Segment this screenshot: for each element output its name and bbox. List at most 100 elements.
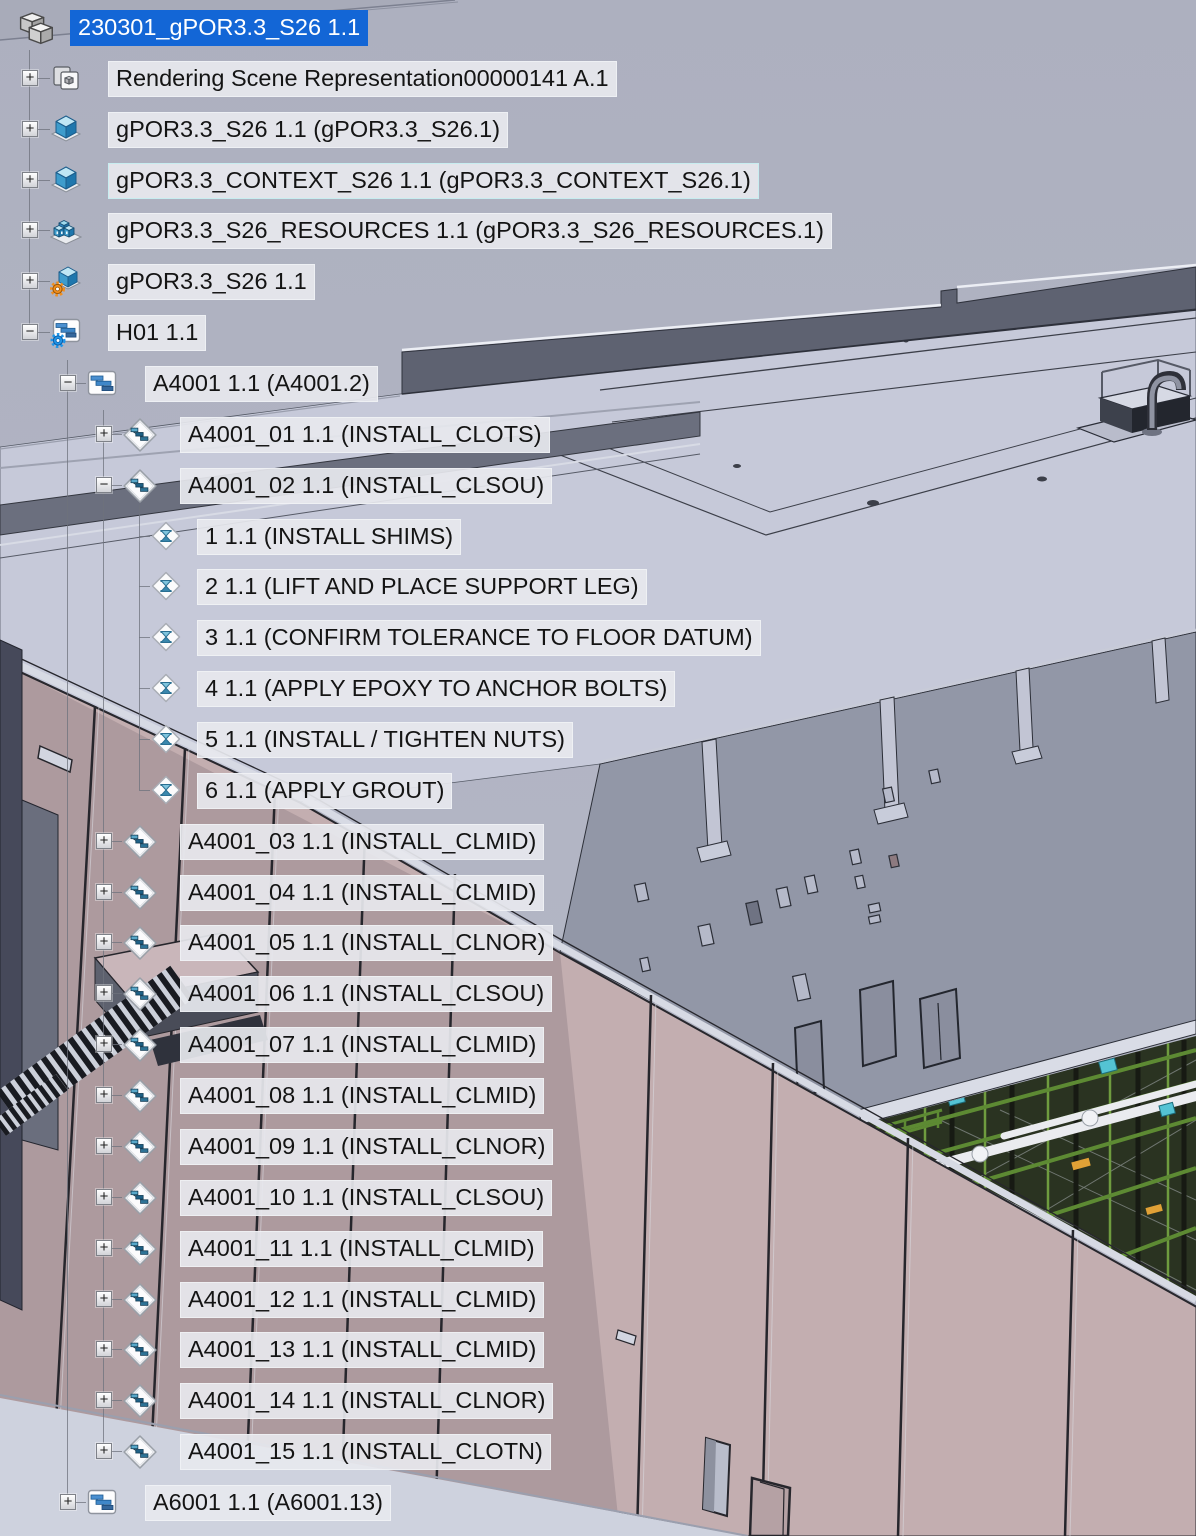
node-label[interactable]: A4001_01 1.1 (INSTALL_CLOTS)	[180, 417, 550, 453]
expand-toggle[interactable]: +	[96, 1036, 112, 1052]
tree-node-row: + gPOR3.3_S26 1.1 (gPOR3.3_S26.1)	[0, 112, 1196, 152]
operation-icon[interactable]	[122, 925, 158, 961]
node-label[interactable]: A4001_09 1.1 (INSTALL_CLNOR)	[180, 1129, 554, 1165]
expand-toggle[interactable]: +	[96, 1189, 112, 1205]
operation-icon[interactable]	[122, 1383, 158, 1419]
tree-connector	[139, 586, 150, 587]
operation-icon[interactable]	[122, 1282, 158, 1318]
operation-icon[interactable]	[122, 976, 158, 1012]
tree-node-row: + gPOR3.3_CONTEXT_S26 1.1 (gPOR3.3_CONTEX…	[0, 163, 1196, 203]
tree-connector	[76, 383, 86, 384]
step-icon[interactable]	[150, 621, 182, 653]
node-label[interactable]: A4001 1.1 (A4001.2)	[145, 366, 378, 402]
operation-icon[interactable]	[122, 824, 158, 860]
step-icon[interactable]	[150, 570, 182, 602]
node-label[interactable]: A4001_08 1.1 (INSTALL_CLMID)	[180, 1078, 545, 1114]
expand-toggle[interactable]: +	[96, 884, 112, 900]
node-label[interactable]: 5 1.1 (INSTALL / TIGHTEN NUTS)	[197, 722, 573, 758]
operation-icon[interactable]	[122, 1434, 158, 1470]
node-label[interactable]: A4001_07 1.1 (INSTALL_CLMID)	[180, 1027, 545, 1063]
node-label[interactable]: A4001_04 1.1 (INSTALL_CLMID)	[180, 875, 545, 911]
node-label[interactable]: A4001_12 1.1 (INSTALL_CLMID)	[180, 1282, 545, 1318]
expand-toggle[interactable]: +	[96, 1291, 112, 1307]
step-icon[interactable]	[150, 723, 182, 755]
expand-toggle[interactable]: +	[96, 1138, 112, 1154]
operation-icon[interactable]	[122, 1180, 158, 1216]
expand-toggle[interactable]: +	[96, 1392, 112, 1408]
step-icon[interactable]	[150, 520, 182, 552]
collapse-toggle[interactable]: −	[96, 477, 112, 493]
node-label[interactable]: A4001_11 1.1 (INSTALL_CLMID)	[180, 1231, 543, 1267]
node-label[interactable]: A4001_05 1.1 (INSTALL_CLNOR)	[180, 925, 554, 961]
expand-toggle[interactable]: +	[96, 1341, 112, 1357]
expand-toggle[interactable]: +	[96, 985, 112, 1001]
resources-icon[interactable]	[50, 214, 82, 246]
tree-connector	[112, 1400, 122, 1401]
operation-icon[interactable]	[122, 1129, 158, 1165]
node-label[interactable]: A4001_10 1.1 (INSTALL_CLSOU)	[180, 1180, 553, 1216]
scene-representation-icon[interactable]	[50, 62, 82, 94]
node-label[interactable]: Rendering Scene Representation00000141 A…	[108, 61, 617, 97]
node-label[interactable]: 3 1.1 (CONFIRM TOLERANCE TO FLOOR DATUM)	[197, 620, 761, 656]
product-icon[interactable]	[50, 164, 82, 196]
node-label[interactable]: A4001_14 1.1 (INSTALL_CLNOR)	[180, 1383, 554, 1419]
operation-icon[interactable]	[122, 1027, 158, 1063]
node-label[interactable]: 230301_gPOR3.3_S26 1.1	[70, 10, 369, 46]
node-label[interactable]: A4001_06 1.1 (INSTALL_CLSOU)	[180, 976, 553, 1012]
operation-icon[interactable]	[122, 468, 158, 504]
step-icon[interactable]	[150, 672, 182, 704]
tree-node-row: 3 1.1 (CONFIRM TOLERANCE TO FLOOR DATUM)	[0, 620, 1196, 660]
expand-toggle[interactable]: +	[96, 1087, 112, 1103]
node-label[interactable]: A4001_13 1.1 (INSTALL_CLMID)	[180, 1332, 545, 1368]
tree-node-row: + A4001_05 1.1 (INSTALL_CLNOR)	[0, 925, 1196, 965]
node-label[interactable]: A6001 1.1 (A6001.13)	[145, 1485, 391, 1521]
gantt-icon[interactable]	[86, 1486, 118, 1518]
gantt-icon[interactable]	[86, 367, 118, 399]
expand-toggle[interactable]: +	[22, 172, 38, 188]
operation-icon[interactable]	[122, 417, 158, 453]
node-label[interactable]: gPOR3.3_S26_RESOURCES 1.1 (gPOR3.3_S26_R…	[108, 213, 832, 249]
node-label[interactable]: H01 1.1	[108, 315, 207, 351]
node-label[interactable]: A4001_15 1.1 (INSTALL_CLOTN)	[180, 1434, 551, 1470]
tree-node-row: + A4001_04 1.1 (INSTALL_CLMID)	[0, 875, 1196, 915]
operation-icon[interactable]	[122, 875, 158, 911]
assembly-icon[interactable]	[12, 6, 58, 52]
collapse-toggle[interactable]: −	[22, 324, 38, 340]
tree-node-row: 4 1.1 (APPLY EPOXY TO ANCHOR BOLTS)	[0, 671, 1196, 711]
gantt-gear-icon[interactable]	[50, 316, 82, 348]
node-label[interactable]: A4001_02 1.1 (INSTALL_CLSOU)	[180, 468, 553, 504]
node-label[interactable]: 2 1.1 (LIFT AND PLACE SUPPORT LEG)	[197, 569, 647, 605]
expand-toggle[interactable]: +	[22, 273, 38, 289]
collapse-toggle[interactable]: −	[60, 375, 76, 391]
step-icon[interactable]	[150, 774, 182, 806]
expand-toggle[interactable]: +	[60, 1494, 76, 1510]
expand-toggle[interactable]: +	[22, 222, 38, 238]
tree-connector	[112, 841, 122, 842]
expand-toggle[interactable]: +	[22, 70, 38, 86]
expand-toggle[interactable]: +	[96, 934, 112, 950]
node-label[interactable]: gPOR3.3_S26 1.1 (gPOR3.3_S26.1)	[108, 112, 509, 148]
tree-node-row: 6 1.1 (APPLY GROUT)	[0, 773, 1196, 813]
expand-toggle[interactable]: +	[22, 121, 38, 137]
node-label[interactable]: 6 1.1 (APPLY GROUT)	[197, 773, 453, 809]
tree-connector	[112, 1146, 122, 1147]
expand-toggle[interactable]: +	[96, 426, 112, 442]
operation-icon[interactable]	[122, 1078, 158, 1114]
node-label[interactable]: gPOR3.3_S26 1.1	[108, 264, 315, 300]
node-label[interactable]: A4001_03 1.1 (INSTALL_CLMID)	[180, 824, 545, 860]
product-gear-icon[interactable]	[50, 265, 82, 297]
product-icon[interactable]	[50, 113, 82, 145]
node-label[interactable]: 4 1.1 (APPLY EPOXY TO ANCHOR BOLTS)	[197, 671, 676, 707]
tree-connector	[139, 688, 150, 689]
node-label[interactable]: gPOR3.3_CONTEXT_S26 1.1 (gPOR3.3_CONTEXT…	[108, 163, 759, 199]
expand-toggle[interactable]: +	[96, 1443, 112, 1459]
operation-icon[interactable]	[122, 1332, 158, 1368]
operation-icon[interactable]	[122, 1231, 158, 1267]
tree-connector	[38, 129, 50, 130]
expand-toggle[interactable]: +	[96, 833, 112, 849]
node-label[interactable]: 1 1.1 (INSTALL SHIMS)	[197, 519, 462, 555]
tree-guide-line	[103, 410, 104, 1451]
expand-toggle[interactable]: +	[96, 1240, 112, 1256]
